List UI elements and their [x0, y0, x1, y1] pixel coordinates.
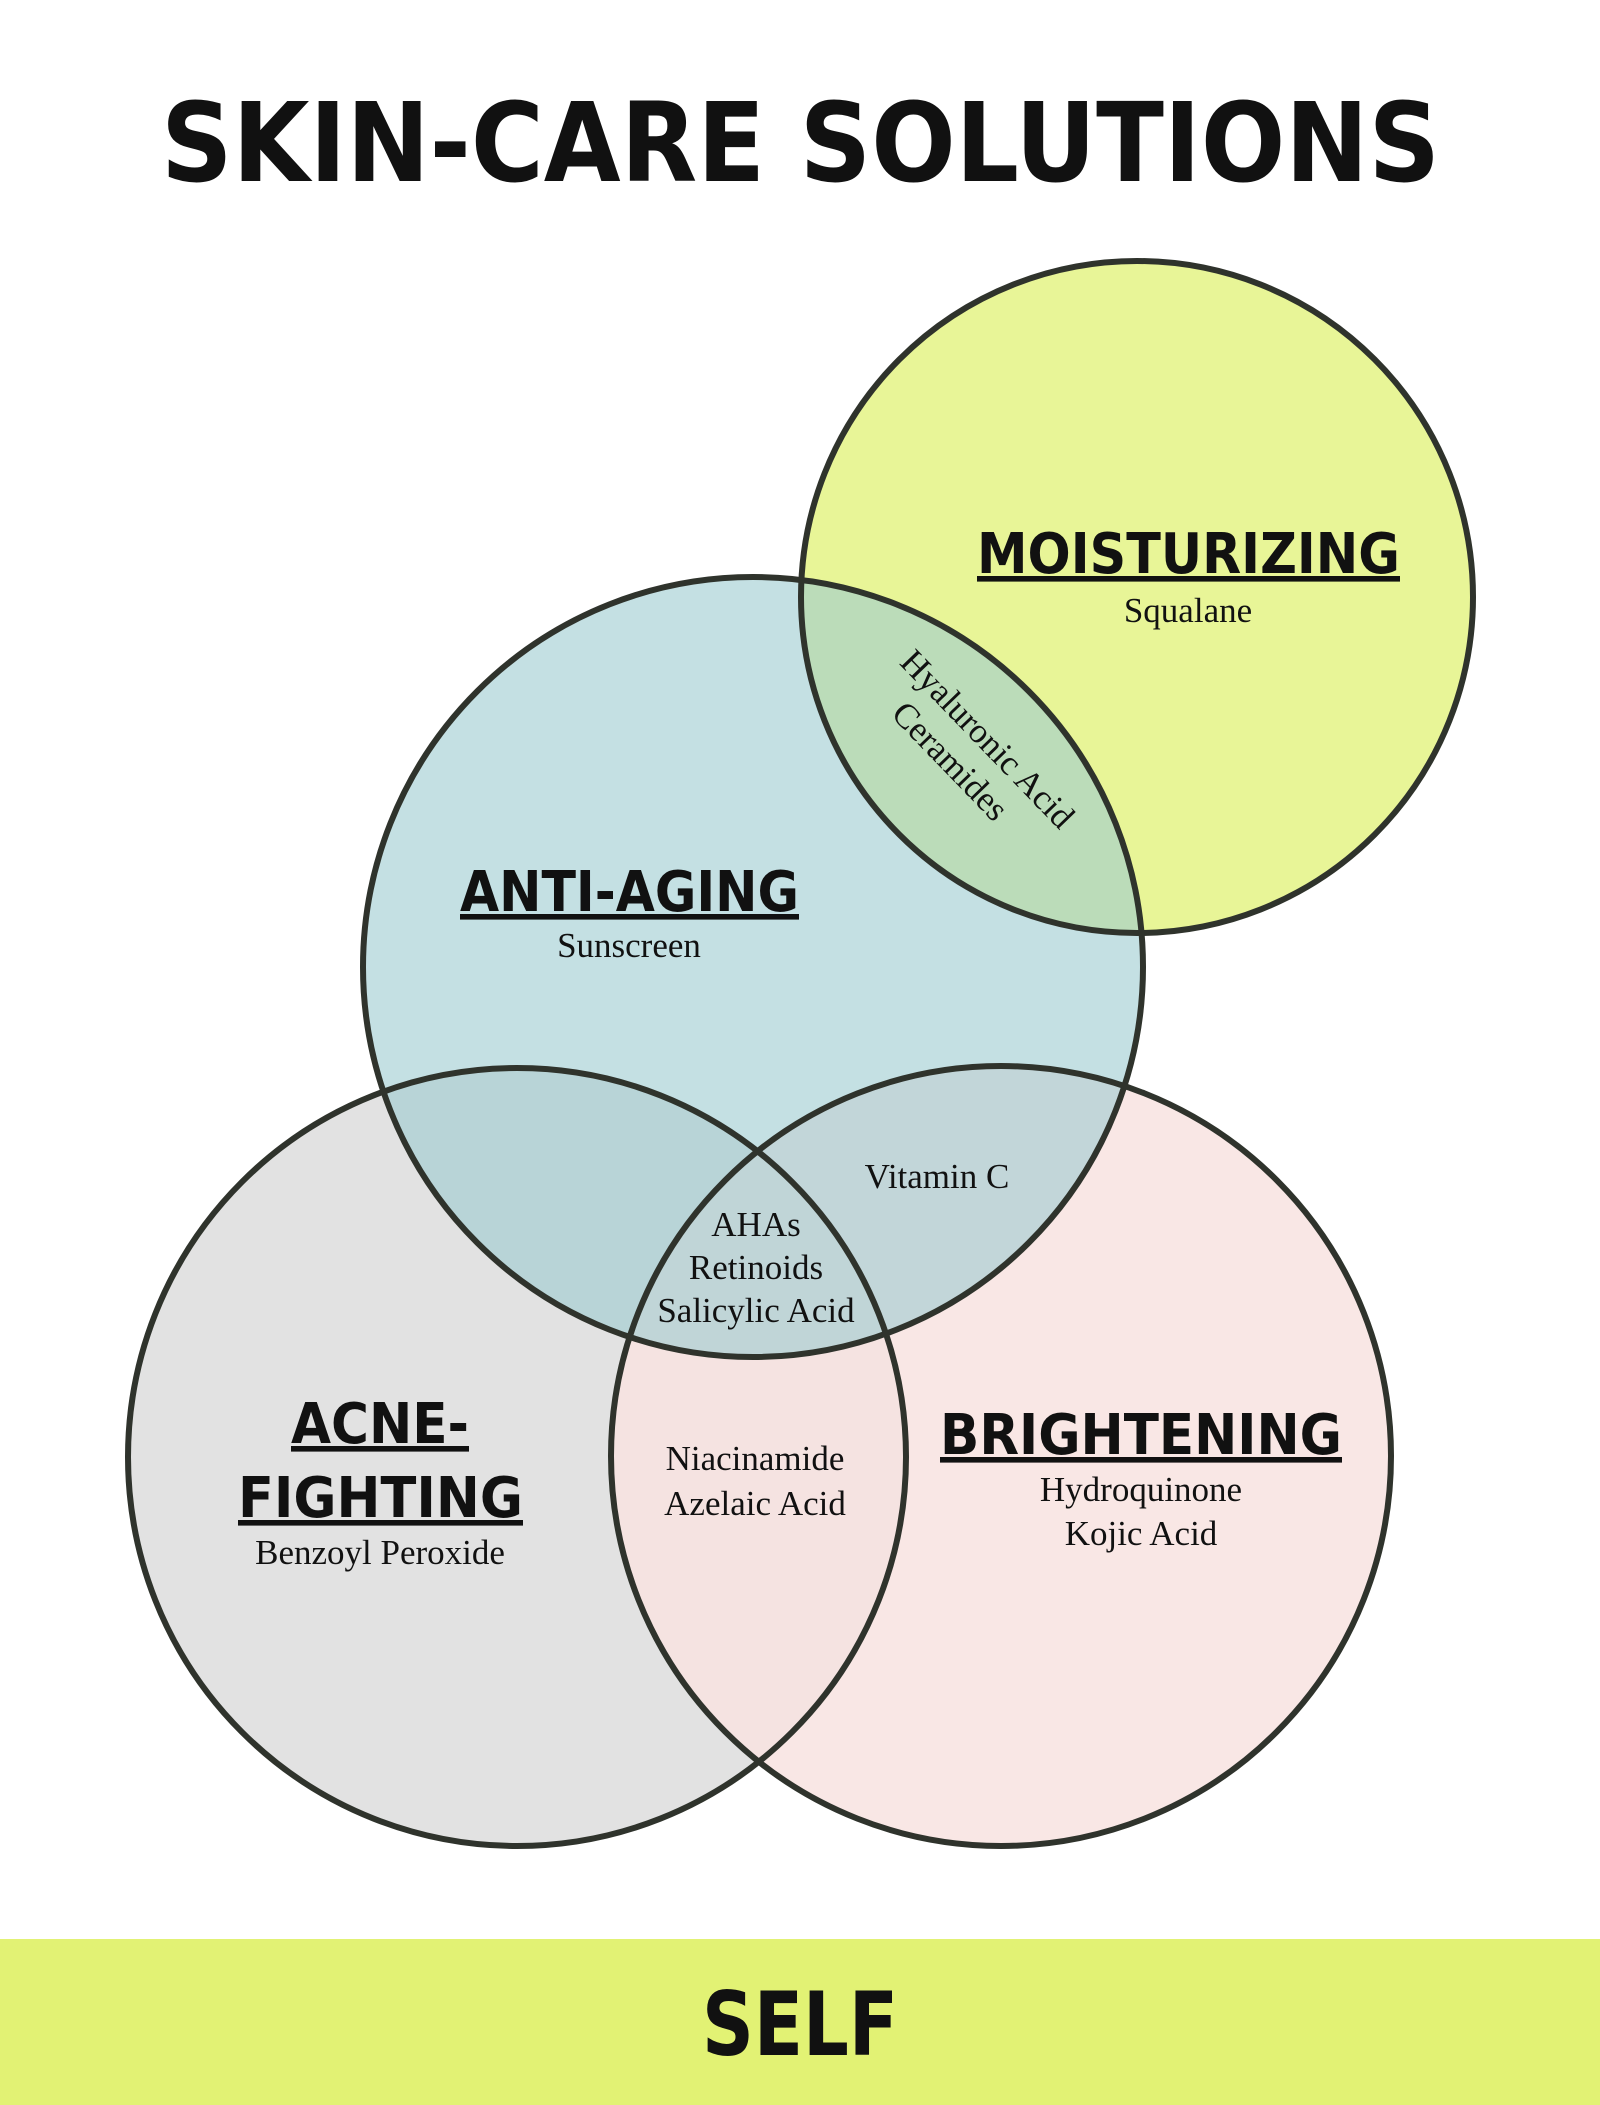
anti-aging-item: Sunscreen: [557, 926, 701, 965]
overlap-item: Niacinamide: [666, 1439, 845, 1478]
circle-outlines: [125, 258, 1476, 1849]
page-title: SKIN-CARE SOLUTIONS: [161, 79, 1440, 207]
moisturizing-item: Squalane: [1124, 591, 1252, 630]
overlap-item: Vitamin C: [865, 1157, 1010, 1196]
overlap-item: Azelaic Acid: [664, 1484, 846, 1523]
acne-fighting-label-line2: FIGHTING: [238, 1466, 523, 1531]
brand-logo: SELF: [702, 1973, 898, 2076]
circle-fills: [128, 261, 1473, 1846]
acne-fighting-item: Benzoyl Peroxide: [255, 1533, 505, 1572]
acne-fighting-label-line1: ACNE-: [291, 1392, 469, 1457]
center-item: Salicylic Acid: [657, 1291, 855, 1330]
anti-aging-label: ANTI-AGING: [460, 860, 799, 925]
center-item: AHAs: [711, 1205, 800, 1244]
center-item: Retinoids: [689, 1248, 823, 1287]
footer-band: [0, 1939, 1600, 2105]
brightening-item: Kojic Acid: [1065, 1514, 1218, 1553]
moisturizing-label: MOISTURIZING: [977, 522, 1400, 587]
brightening-item: Hydroquinone: [1040, 1470, 1242, 1509]
brightening-label: BRIGHTENING: [940, 1403, 1342, 1468]
anti-aging-circle: [363, 577, 1143, 1357]
